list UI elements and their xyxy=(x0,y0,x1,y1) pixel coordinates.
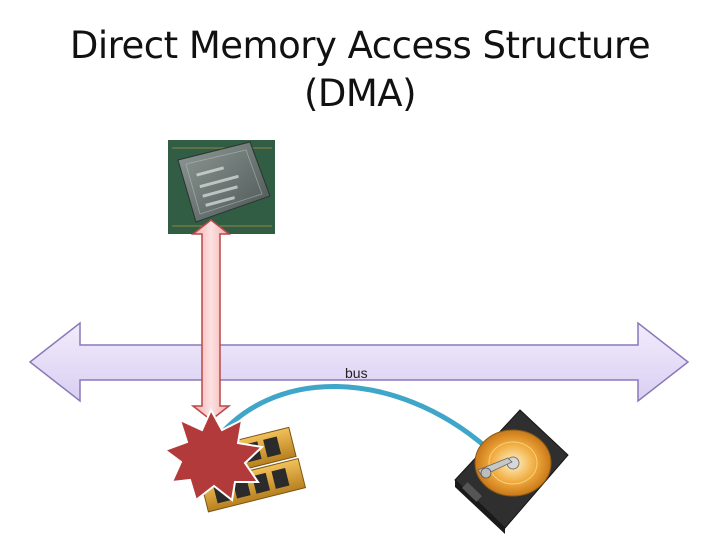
system-bus-arrow xyxy=(28,321,690,403)
dma-connection-curve xyxy=(209,384,490,451)
memory-access-starburst-icon xyxy=(162,407,265,502)
title-line-2: (DMA) xyxy=(303,72,417,115)
hard-disk-icon xyxy=(454,409,569,534)
cpu-memory-arrow xyxy=(190,219,232,421)
cpu-chip-icon xyxy=(168,140,275,234)
title-line-1: Direct Memory Access Structure xyxy=(69,24,651,67)
bus-label: bus xyxy=(345,365,368,381)
slide-title: Direct Memory Access Structure (DMA) xyxy=(0,22,720,118)
